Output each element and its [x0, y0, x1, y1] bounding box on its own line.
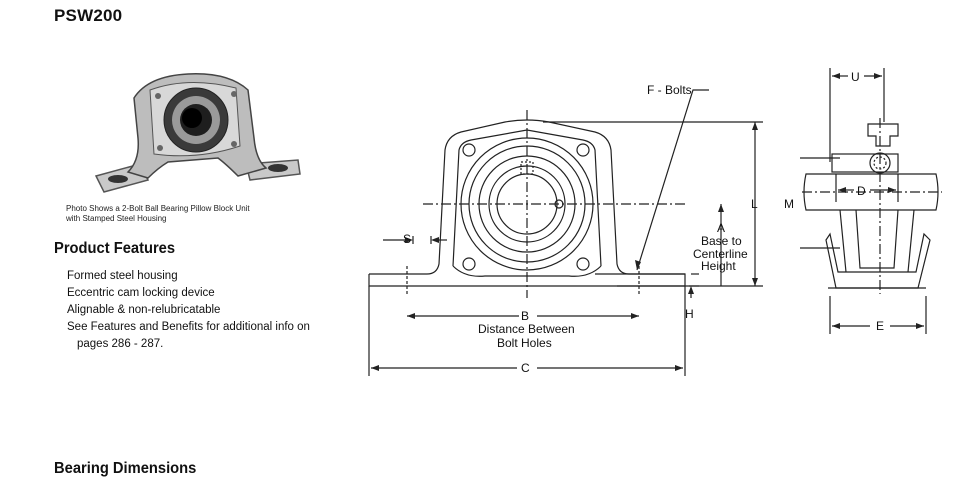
list-item: pages 286 - 287. — [77, 338, 164, 350]
label-u: U — [851, 70, 860, 84]
label-s: S — [403, 232, 411, 246]
label-a-desc: Centerline — [693, 247, 748, 261]
label-l: L — [751, 197, 758, 211]
label-f-bolts: F - Bolts — [647, 83, 692, 97]
front-view-drawing: F - Bolts S L A Base to Centerline Heigh… — [355, 70, 785, 387]
side-view-drawing: U D E — [791, 62, 970, 347]
page-title: PSW200 — [54, 6, 123, 25]
label-a: A — [717, 221, 725, 235]
features-list: Formed steel housing Eccentric cam locki… — [67, 268, 310, 353]
label-d: D — [857, 184, 866, 198]
list-item: Formed steel housing — [67, 270, 178, 282]
list-item: Eccentric cam locking device — [67, 287, 215, 299]
caption-line: with Stamped Steel Housing — [66, 214, 167, 223]
product-photo — [88, 68, 308, 200]
label-a-desc: Height — [701, 259, 736, 273]
label-h: H — [685, 307, 694, 321]
photo-caption: Photo Shows a 2-Bolt Ball Bearing Pillow… — [66, 204, 250, 224]
label-e: E — [876, 319, 884, 333]
label-a-desc: Base to — [701, 234, 742, 248]
label-c: C — [521, 361, 530, 375]
label-b-desc: Distance Between — [478, 322, 575, 336]
label-b-desc: Bolt Holes — [497, 336, 552, 350]
label-m: M — [784, 197, 794, 211]
list-item: See Features and Benefits for additional… — [67, 321, 310, 333]
bearing-dimensions-heading: Bearing Dimensions — [54, 460, 197, 477]
list-item: Alignable & non-relubricatable — [67, 304, 221, 316]
label-b: B — [521, 309, 529, 323]
product-features-heading: Product Features — [54, 240, 176, 257]
caption-line: Photo Shows a 2-Bolt Ball Bearing Pillow… — [66, 204, 250, 213]
